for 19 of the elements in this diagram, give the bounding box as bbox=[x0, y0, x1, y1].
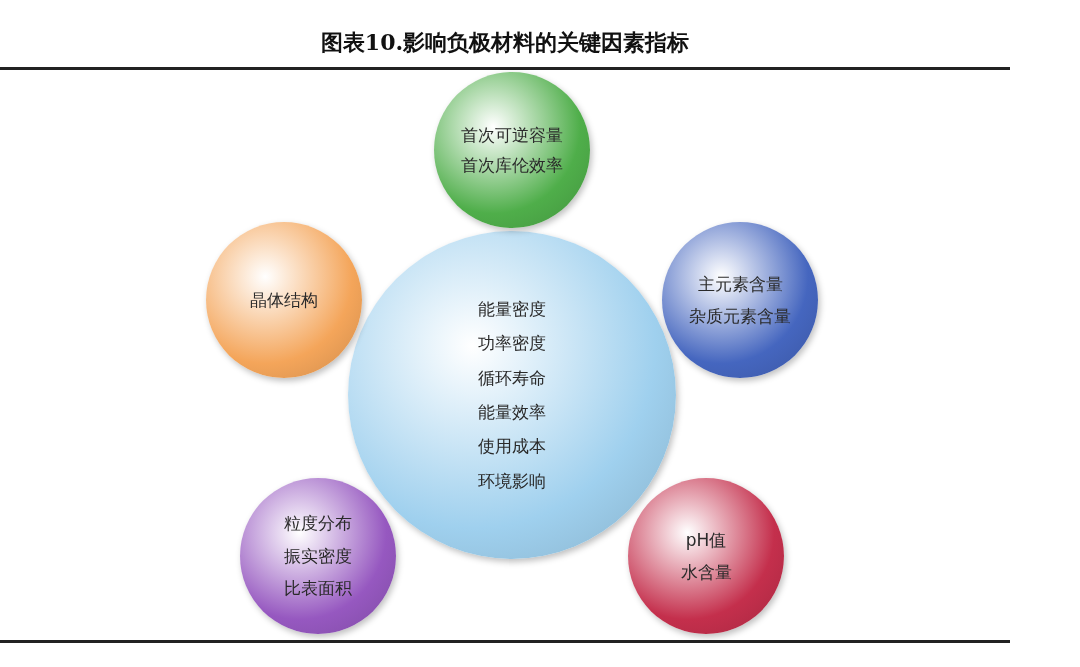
node-text: 能量密度 bbox=[478, 298, 546, 320]
node-text: 晶体结构 bbox=[250, 289, 318, 311]
node-text: pH值 bbox=[685, 529, 727, 550]
node-text: 杂质元素含量 bbox=[689, 306, 791, 327]
node-text: 比表面积 bbox=[284, 578, 352, 599]
node-text: 循环寿命 bbox=[478, 367, 546, 388]
circle-node bbox=[628, 478, 784, 634]
node-text: 环境影响 bbox=[478, 470, 546, 492]
node-text: 粒度分布 bbox=[284, 513, 352, 534]
node-text: 首次库伦效率 bbox=[461, 155, 563, 176]
node-text: 水含量 bbox=[680, 562, 732, 583]
node-text: 主元素含量 bbox=[697, 273, 783, 294]
node-text: 功率密度 bbox=[478, 333, 546, 354]
circle-node bbox=[434, 72, 590, 228]
node-text: 使用成本 bbox=[478, 436, 546, 457]
node-text: 能量效率 bbox=[478, 402, 546, 423]
node-text: 首次可逆容量 bbox=[461, 124, 563, 145]
chart-title: 图表10.影响负极材料的关键因素指标 bbox=[319, 28, 691, 57]
node-text: 振实密度 bbox=[284, 545, 352, 567]
